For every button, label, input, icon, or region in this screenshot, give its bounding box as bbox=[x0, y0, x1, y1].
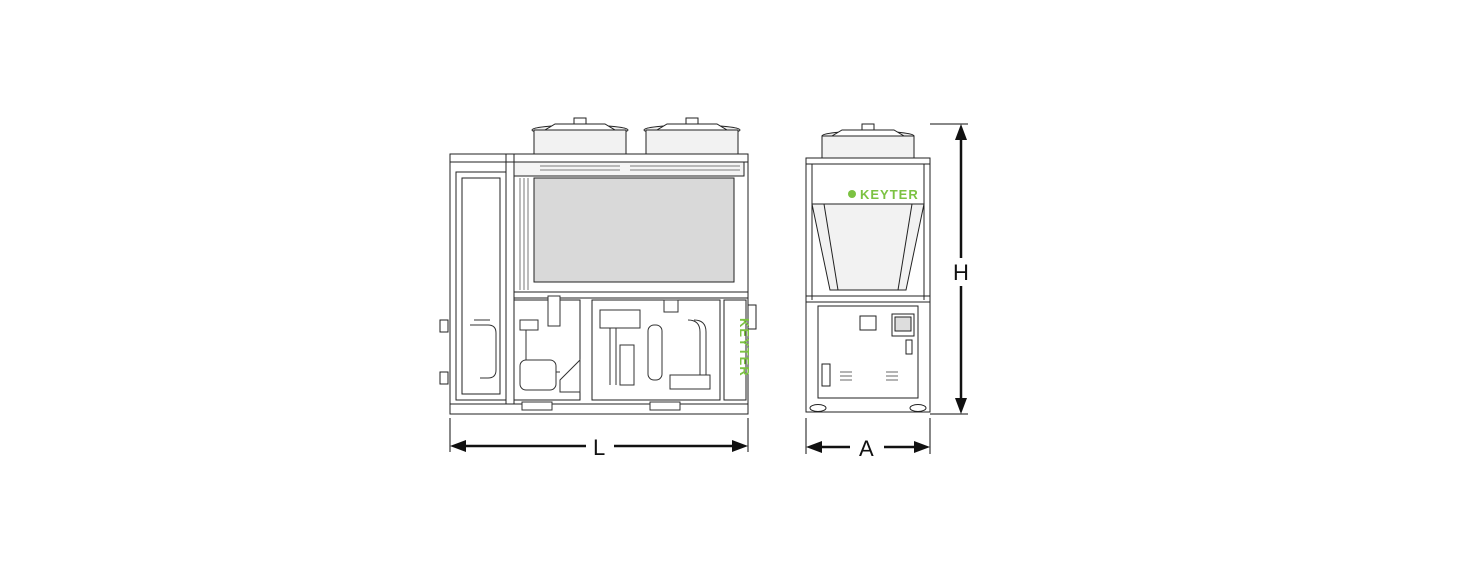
brand-logo-side: KEYTER bbox=[848, 187, 919, 202]
front-fan-right bbox=[643, 117, 741, 155]
length-dimension bbox=[449, 418, 749, 452]
width-label: A bbox=[859, 436, 874, 461]
side-fan bbox=[821, 123, 915, 159]
height-label: H bbox=[953, 260, 969, 285]
front-fan-left bbox=[531, 117, 629, 155]
side-view bbox=[805, 123, 931, 413]
front-view bbox=[439, 117, 757, 415]
brand-leaf-icon bbox=[848, 190, 856, 198]
brand-name-side: KEYTER bbox=[860, 187, 919, 202]
height-dimension bbox=[930, 123, 968, 415]
brand-logo-front: KEYTER bbox=[737, 318, 752, 377]
width-dimension bbox=[805, 418, 931, 454]
length-label: L bbox=[593, 435, 605, 460]
coil-panel bbox=[533, 177, 735, 283]
